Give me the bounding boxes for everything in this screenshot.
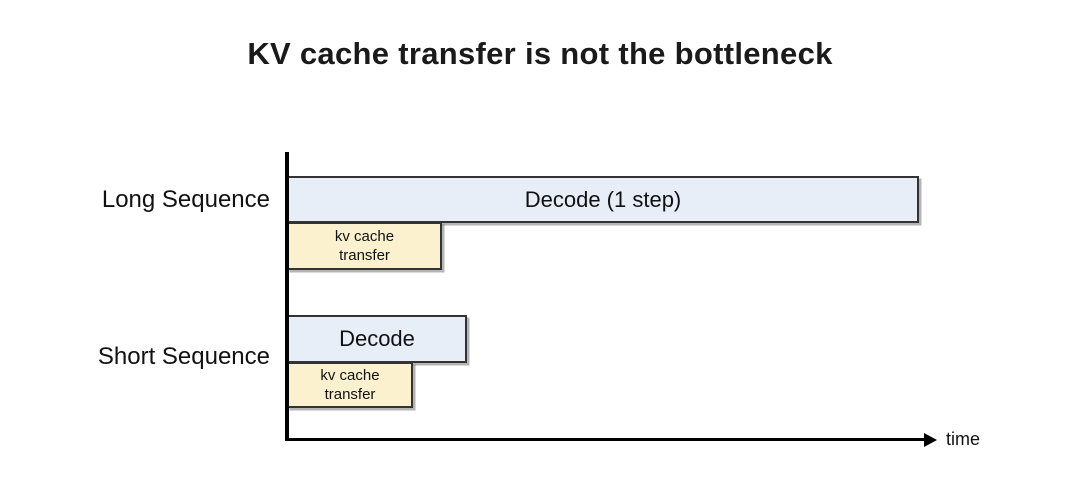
kv-transfer-bar-short-label: kv cache transfer <box>320 366 380 404</box>
x-axis-arrowhead-icon <box>924 432 937 447</box>
decode-bar-long-label: Decode (1 step) <box>524 186 682 212</box>
row-label-long-sequence: Long Sequence <box>101 186 270 213</box>
x-axis-line <box>287 438 925 441</box>
time-axis-label: time <box>946 429 981 449</box>
y-axis-line <box>285 152 289 441</box>
kv-transfer-bar-long-sequence: kv cache transfer <box>287 222 442 270</box>
decode-bar-long-sequence: Decode (1 step) <box>287 176 919 223</box>
decode-bar-short-label: Decode <box>339 326 415 351</box>
kv-transfer-bar-long-label: kv cache transfer <box>334 227 395 265</box>
chart-title: KV cache transfer is not the bottleneck <box>247 36 833 71</box>
decode-bar-short-sequence: Decode <box>287 315 467 363</box>
kv-transfer-bar-short-sequence: kv cache transfer <box>287 362 413 408</box>
row-label-short-sequence: Short Sequence <box>97 343 270 370</box>
